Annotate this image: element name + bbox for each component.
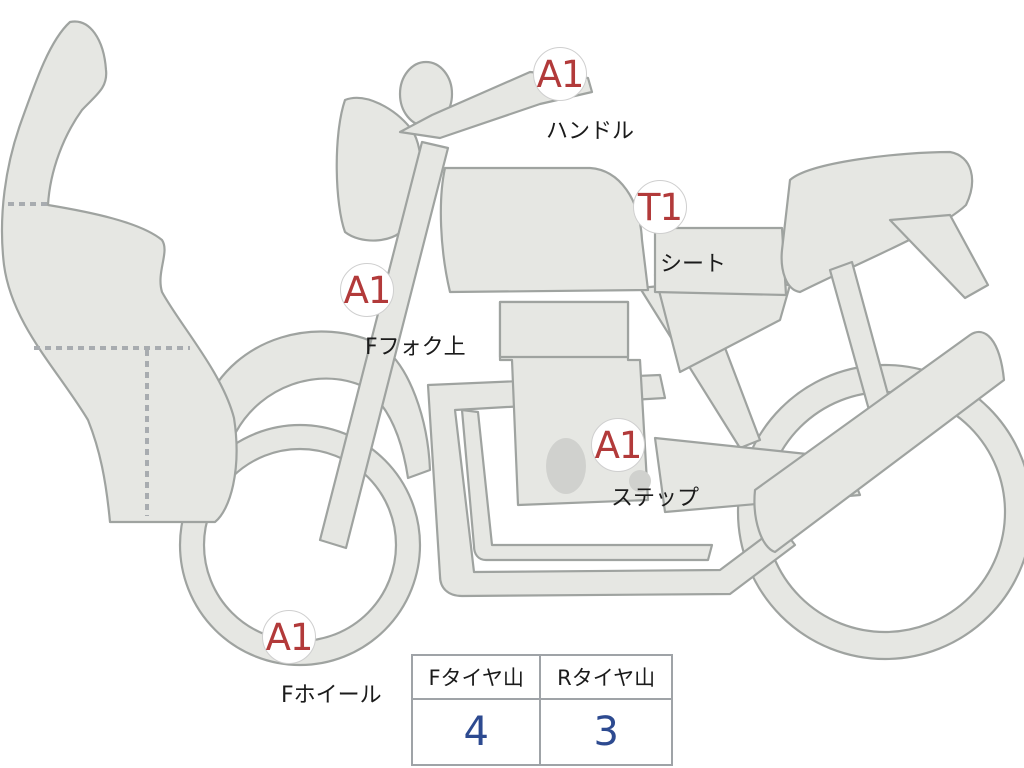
handle-label: ハンドル xyxy=(546,119,635,144)
exhaust-pipe xyxy=(426,373,797,598)
front-wheel-label: Fホイール xyxy=(281,683,382,708)
engine-head xyxy=(498,300,630,359)
front-tread-value: 4 xyxy=(410,698,542,766)
seat-label: シート xyxy=(660,252,727,277)
engine-cover xyxy=(546,438,586,494)
step-code-badge: A1 xyxy=(591,418,645,472)
handle-code-badge: A1 xyxy=(533,47,587,101)
front-fairing xyxy=(0,20,238,524)
front-fork xyxy=(318,140,450,550)
footpeg-left xyxy=(629,470,651,492)
muffler xyxy=(753,330,1006,554)
fork-upper-label: Fフォク上 xyxy=(365,335,466,360)
tire-tread-table: Fタイヤ山 Rタイヤ山 4 3 xyxy=(410,654,673,766)
seat-code-badge: T1 xyxy=(633,180,687,234)
rear-tread-value: 3 xyxy=(539,698,673,766)
fork-upper-code-badge: A1 xyxy=(340,263,394,317)
front-tread-header: Fタイヤ山 xyxy=(410,654,542,700)
tail-cowl xyxy=(780,150,974,294)
rear-tread-header: Rタイヤ山 xyxy=(539,654,673,700)
front-wheel-code-badge: A1 xyxy=(262,610,316,664)
seat xyxy=(653,226,788,297)
step-label: ステップ xyxy=(611,486,700,511)
exhaust-pipe-inner xyxy=(460,408,714,562)
tail-fin xyxy=(888,213,990,300)
fuel-tank xyxy=(439,166,650,294)
